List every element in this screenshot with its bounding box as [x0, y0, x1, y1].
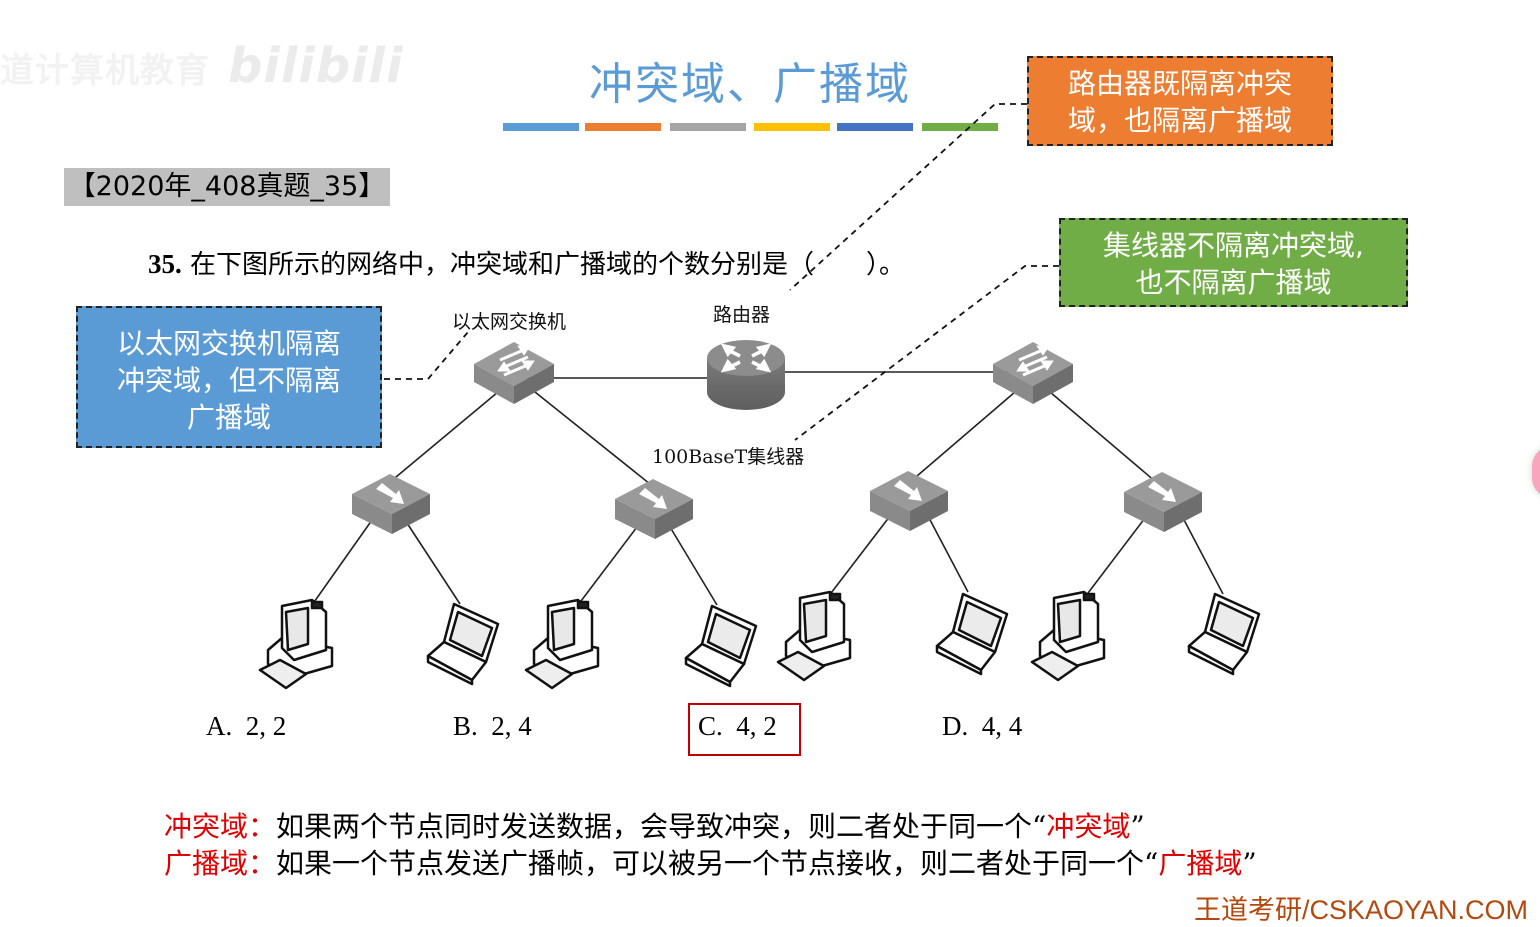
option-a-value: 2, 2: [245, 711, 287, 741]
option-b[interactable]: B. 2, 4: [453, 711, 532, 742]
definition-collision-domain: 冲突域：如果两个节点同时发送数据，会导致冲突，则二者处于同一个“冲突域”: [164, 805, 1145, 845]
label-ethernet-switch: 以太网交换机: [452, 311, 567, 333]
hub-3-icon: [870, 471, 948, 531]
side-floating-button[interactable]: [1532, 446, 1540, 498]
desktop-pc-3-icon: [776, 590, 852, 682]
wire-hub4-pc4: [1084, 517, 1146, 598]
wire-switch-hub3: [909, 391, 1016, 483]
switch-callout-line-3: 广播域: [186, 401, 271, 434]
leader-hub: [794, 265, 1059, 441]
option-c-value: 4, 2: [736, 711, 777, 741]
definition-highlight: 冲突域: [1046, 810, 1131, 843]
laptop-2-icon: [684, 604, 758, 688]
switch-callout: 以太网交换机隔离 冲突域，但不隔离 广播域: [76, 306, 382, 448]
question-number: 35.: [148, 249, 182, 279]
option-b-value: 2, 4: [491, 711, 532, 741]
option-a[interactable]: A. 2, 2: [206, 711, 286, 742]
option-b-letter: B.: [453, 711, 478, 741]
definition-broadcast-domain: 广播域：如果一个节点发送广播帧，可以被另一个节点接收，则二者处于同一个“广播域”: [164, 842, 1257, 882]
hub-4-icon: [1124, 472, 1202, 532]
color-bar-green: [922, 123, 998, 131]
hub-1-icon: [352, 474, 430, 534]
router-callout-line-1: 路由器既隔离冲突: [1067, 67, 1292, 100]
wire-switch-hub1: [389, 391, 499, 483]
wire-hub1-pc1: [311, 519, 373, 606]
router-callout: 路由器既隔离冲突 域，也隔离广播域: [1027, 56, 1333, 146]
wire-hub4-laptop3: [927, 515, 969, 593]
color-bar-yellow: [754, 123, 830, 131]
question-text: 在下图所示的网络中，冲突域和广播域的个数分别是（ ）。: [190, 250, 906, 280]
definition-term: 广播域：: [164, 847, 277, 880]
desktop-pc-2-icon: [524, 598, 600, 690]
definition-close-quote: ”: [1242, 847, 1257, 880]
desktop-pc-4-icon: [1030, 590, 1106, 682]
wire-switch-hub4: [1049, 391, 1164, 489]
option-c[interactable]: C. 4, 2: [698, 711, 777, 742]
color-bar-orange: [585, 123, 661, 131]
leader-switch: [384, 331, 469, 380]
option-c-letter: C.: [698, 711, 723, 741]
color-bar-blue: [503, 123, 579, 131]
answer-highlight-box: [688, 703, 801, 756]
question: 35. 在下图所示的网络中，冲突域和广播域的个数分别是（ ）。: [148, 244, 905, 281]
wire-switch-hub2: [534, 391, 656, 489]
laptop-4-icon: [1187, 592, 1261, 676]
watermark-text: 道计算机教育: [0, 51, 210, 91]
option-d[interactable]: D. 4, 4: [942, 711, 1022, 742]
footer-brand: 王道考研/CSKAOYAN.COM: [1193, 895, 1528, 925]
definition-term: 冲突域：: [164, 810, 277, 843]
right-switch-icon: [991, 340, 1075, 406]
switch-callout-line-1: 以太网交换机隔离: [116, 327, 341, 360]
option-d-letter: D.: [942, 711, 969, 741]
wire-hub4-laptop4: [1182, 517, 1224, 595]
bilibili-logo: bilibili: [228, 38, 404, 94]
router-icon: [707, 340, 785, 410]
option-a-letter: A.: [206, 711, 233, 741]
definition-highlight: 广播域: [1158, 847, 1243, 880]
leader-router: [789, 103, 1027, 291]
option-d-value: 4, 4: [981, 711, 1023, 741]
label-router: 路由器: [713, 304, 771, 326]
hub-2-icon: [615, 479, 693, 539]
color-bar-darkblue: [837, 123, 913, 131]
laptop-3-icon: [935, 592, 1009, 676]
left-switch-icon: [472, 340, 556, 406]
switch-callout-line-2: 冲突域，但不隔离: [116, 364, 341, 397]
exam-tag: 【2020年_408真题_35】: [64, 168, 390, 206]
router-callout-line-2: 域，也隔离广播域: [1067, 104, 1292, 137]
definition-text: 如果一个节点发送广播帧，可以被另一个节点接收，则二者处于同一个“: [276, 847, 1159, 880]
laptop-1-icon: [426, 602, 500, 686]
definition-text: 如果两个节点同时发送数据，会导致冲突，则二者处于同一个“: [276, 810, 1047, 843]
hub-callout-line-1: 集线器不隔离冲突域,: [1103, 229, 1364, 262]
slide-title: 冲突域、广播域: [589, 59, 911, 110]
hub-callout-line-2: 也不隔离广播域: [1135, 266, 1332, 299]
wire-hub1-laptop1: [404, 519, 461, 605]
wire-hub2-pc2: [577, 526, 638, 606]
definition-close-quote: ”: [1130, 810, 1145, 843]
watermark: 道计算机教育 bilibili: [0, 38, 403, 94]
desktop-pc-1-icon: [258, 598, 334, 690]
wire-hub3-pc3: [827, 515, 891, 598]
color-bar-gray: [670, 123, 746, 131]
label-hub: 100BaseT集线器: [652, 446, 805, 468]
hub-callout: 集线器不隔离冲突域, 也不隔离广播域: [1059, 218, 1408, 307]
wire-hub2-laptop2: [669, 526, 718, 606]
